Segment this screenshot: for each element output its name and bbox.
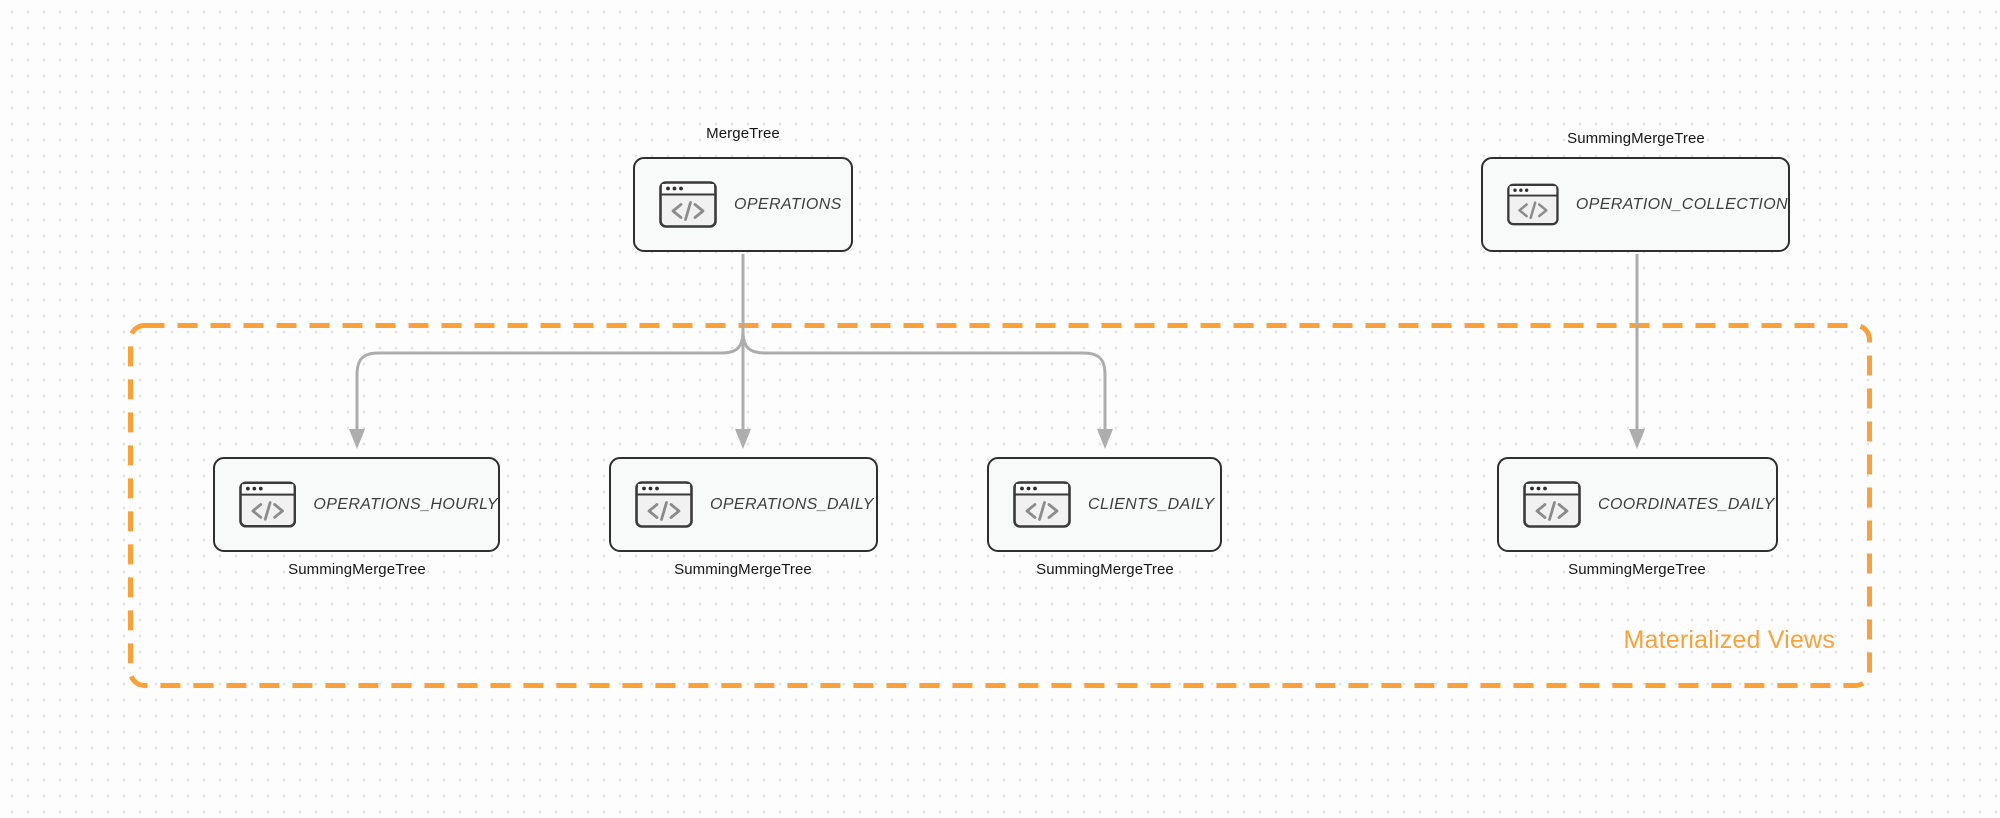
arrowhead-icon	[349, 429, 365, 449]
node-label: OPERATIONS_HOURLY	[313, 495, 498, 513]
engine-caption-operations-daily: SummingMergeTree	[674, 561, 812, 578]
engine-label-summingmergetree: SummingMergeTree	[1567, 130, 1705, 147]
engine-caption-clients-daily: SummingMergeTree	[1036, 561, 1174, 578]
arrowhead-icon	[1097, 429, 1113, 449]
node-label: OPERATION_COLLECTION	[1575, 195, 1788, 213]
node-coordinates-daily[interactable]: COORDINATES_DAILY	[1497, 457, 1778, 552]
node-label: OPERATIONS_DAILY	[710, 495, 874, 513]
node-operation-collection[interactable]: OPERATION_COLLECTION	[1481, 157, 1790, 252]
edge-operations-to-clients-daily	[741, 254, 1107, 430]
edge-operations-to-operations-hourly	[355, 254, 745, 430]
code-window-icon	[1507, 183, 1559, 226]
code-window-icon	[1523, 481, 1581, 528]
engine-label-mergetree: MergeTree	[706, 125, 780, 142]
arrowhead-icon	[735, 429, 751, 449]
node-operations-hourly[interactable]: OPERATIONS_HOURLY	[213, 457, 500, 552]
arrowhead-icon	[1629, 429, 1645, 449]
materialized-views-label: Materialized Views	[1623, 626, 1835, 654]
node-operations[interactable]: OPERATIONS	[633, 157, 853, 252]
code-window-icon	[659, 181, 717, 228]
engine-caption-operations-hourly: SummingMergeTree	[288, 561, 426, 578]
node-clients-daily[interactable]: CLIENTS_DAILY	[987, 457, 1222, 552]
engine-caption-coordinates-daily: SummingMergeTree	[1568, 561, 1706, 578]
code-window-icon	[1013, 481, 1071, 528]
node-label: CLIENTS_DAILY	[1088, 495, 1215, 513]
node-operations-daily[interactable]: OPERATIONS_DAILY	[609, 457, 878, 552]
code-window-icon	[635, 481, 693, 528]
code-window-icon	[239, 481, 297, 528]
node-label: OPERATIONS	[734, 195, 842, 213]
materialized-views-group-outline	[128, 323, 1872, 688]
node-label: COORDINATES_DAILY	[1598, 495, 1775, 513]
